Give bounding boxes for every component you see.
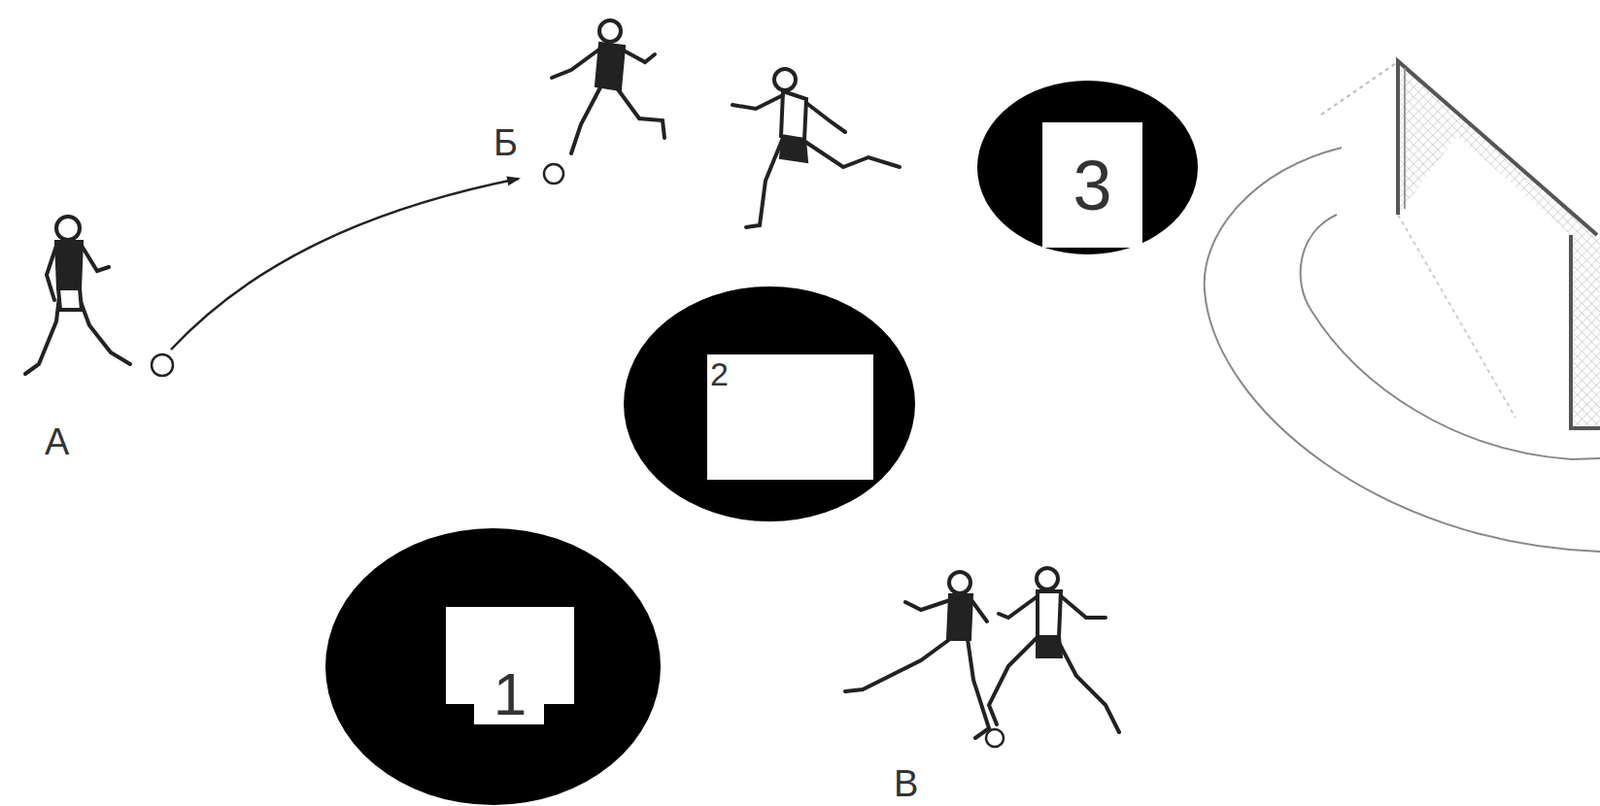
- callout-number: 1: [493, 664, 527, 725]
- white-box: [707, 354, 874, 480]
- pass-arrow: [170, 178, 519, 350]
- goal-frame: [1397, 61, 1600, 429]
- player-label: В: [893, 765, 919, 803]
- ball: [544, 164, 564, 184]
- player-figure: [25, 216, 131, 375]
- number-oval: 1: [324, 527, 662, 806]
- number-oval: 3: [976, 79, 1199, 256]
- player-label: А: [44, 423, 69, 461]
- ball: [151, 354, 173, 376]
- callout-number: 2: [710, 357, 729, 391]
- player-figure: [551, 20, 665, 154]
- ball: [986, 729, 1004, 748]
- goal-area: [1204, 61, 1600, 552]
- player-figure: [845, 572, 989, 739]
- player-figure: [732, 68, 900, 228]
- player-label: Б: [493, 124, 518, 162]
- callout-number: 3: [1072, 150, 1112, 221]
- player-figure: [988, 568, 1120, 733]
- number-oval: 2: [622, 285, 917, 523]
